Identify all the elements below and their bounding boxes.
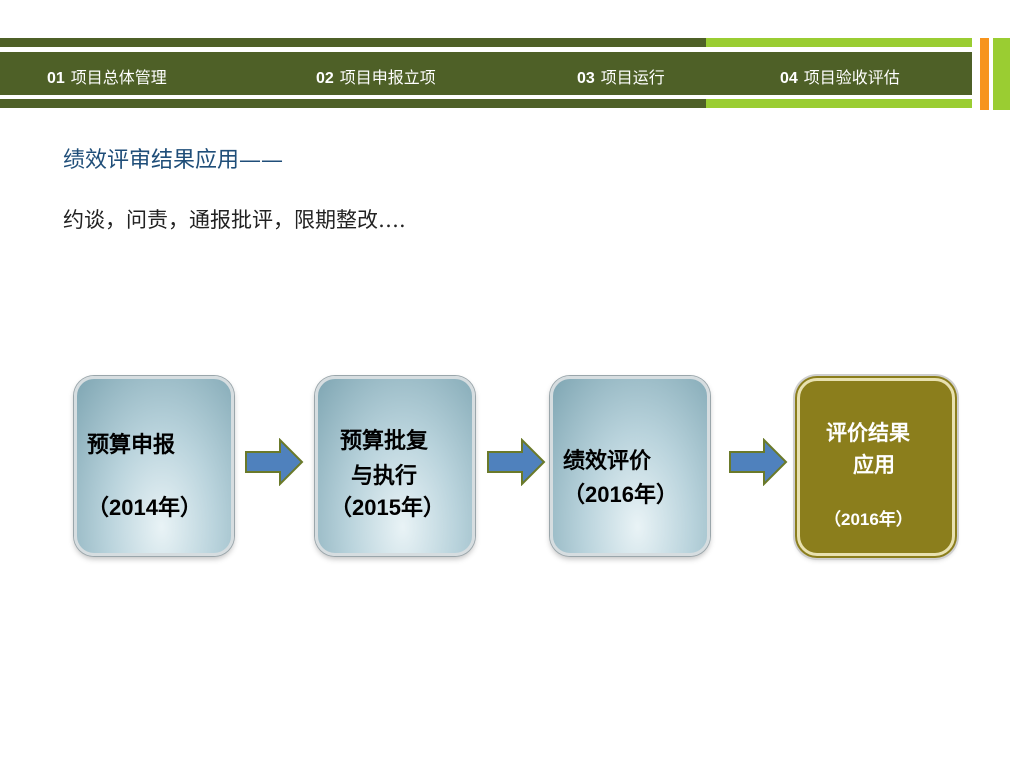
nav-item-number: 01 bbox=[47, 70, 65, 87]
nav-item-label: 项目运行 bbox=[600, 70, 665, 87]
corner-accent-bar-green bbox=[993, 38, 1010, 110]
flow-step-budget-application: 预算申报 （2014年） bbox=[74, 376, 234, 556]
flow-arrow-icon bbox=[487, 438, 546, 486]
flow-step-result-application: 评价结果 应用 （2016年） bbox=[797, 378, 955, 556]
nav-top-stripe-accent bbox=[706, 38, 972, 47]
flow-arrow-icon bbox=[245, 438, 304, 486]
flow-step-title: 绩效评价 bbox=[563, 448, 652, 473]
flow-step-year: （2015年） bbox=[330, 495, 445, 520]
nav-item-label: 项目验收评估 bbox=[803, 70, 900, 87]
flow-step-title: 预算申报 bbox=[87, 432, 176, 457]
flow-step-performance-evaluation: 绩效评价 （2016年） bbox=[550, 376, 710, 556]
nav-item-overall-management[interactable]: 01 项目总体管理 bbox=[47, 64, 167, 88]
nav-item-number: 03 bbox=[577, 70, 595, 87]
flow-step-year: （2016年） bbox=[824, 510, 913, 529]
flow-step-year: （2016年） bbox=[563, 482, 678, 507]
nav-item-label: 项目总体管理 bbox=[70, 70, 167, 87]
flow-step-title-line1: 预算批复 bbox=[340, 428, 429, 453]
slide-subtext: 约谈，问责，通报批评，限期整改…. bbox=[63, 208, 406, 232]
flow-step-budget-approval-execution: 预算批复 与执行 （2015年） bbox=[315, 376, 475, 556]
nav-item-label: 项目申报立项 bbox=[339, 70, 436, 87]
flow-step-title-line2: 与执行 bbox=[351, 463, 418, 488]
nav-item-acceptance-evaluation[interactable]: 04 项目验收评估 bbox=[780, 64, 900, 88]
corner-accent-bar-orange bbox=[980, 38, 989, 110]
slide-heading: 绩效评审结果应用—— bbox=[63, 148, 284, 173]
nav-item-project-operation[interactable]: 03 项目运行 bbox=[577, 64, 665, 88]
nav-bottom-stripe bbox=[0, 99, 706, 108]
nav-bar: 01 项目总体管理 02 项目申报立项 03 项目运行 04 项目验收评估 bbox=[0, 52, 972, 95]
nav-item-number: 04 bbox=[780, 70, 798, 87]
nav-bottom-stripe-accent bbox=[706, 99, 972, 108]
flow-step-year: （2014年） bbox=[87, 495, 202, 520]
flow-arrow-icon bbox=[729, 438, 788, 486]
nav-item-project-application[interactable]: 02 项目申报立项 bbox=[316, 64, 436, 88]
nav-top-stripe bbox=[0, 38, 706, 47]
flow-step-title-line1: 评价结果 bbox=[826, 422, 910, 445]
flow-step-title-line2: 应用 bbox=[853, 454, 895, 477]
nav-item-number: 02 bbox=[316, 70, 334, 87]
